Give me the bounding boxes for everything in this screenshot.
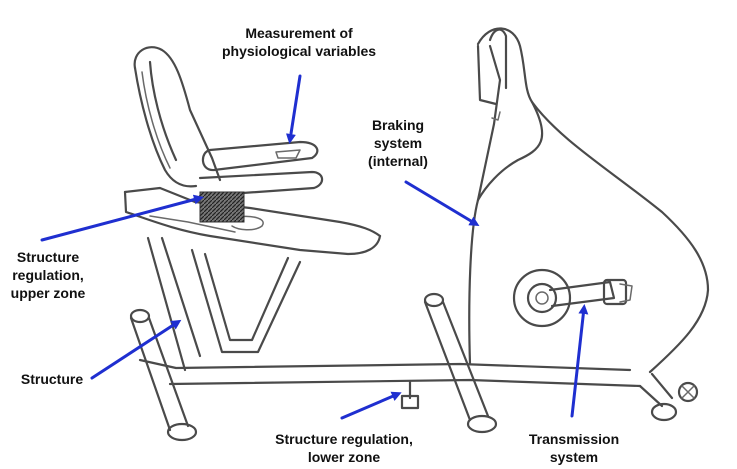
- label-braking-line-3: (internal): [368, 153, 428, 169]
- annotation-arrows: [40, 74, 589, 420]
- housing: [468, 27, 710, 374]
- armrest-display: [198, 140, 324, 198]
- transmission-wheel: [512, 268, 633, 328]
- label-transmission-line-1: Transmission: [528, 431, 620, 447]
- seat: [123, 186, 382, 256]
- label-structure-lower-line-1: Structure regulation,: [275, 431, 413, 447]
- label-structure-upper-line-2: regulation,: [12, 267, 84, 283]
- arrow-structure-upper: [40, 194, 204, 242]
- arrow-structure-lower: [340, 391, 402, 420]
- label-measurement: Measurement of physiological variables: [206, 24, 392, 60]
- label-transmission-line-2: system: [549, 449, 599, 465]
- left-legs: [129, 292, 498, 442]
- label-measurement-line-1: Measurement of: [245, 25, 353, 41]
- label-structure-lower-line-2: lower zone: [307, 449, 381, 465]
- label-measurement-line-2: physiological variables: [221, 43, 377, 59]
- arrow-measurement: [285, 74, 302, 144]
- lower-regulation-knob: [400, 380, 420, 410]
- frame: [138, 236, 642, 388]
- label-structure-line-1: Structure: [20, 371, 84, 387]
- label-structure-lower: Structure regulation, lower zone: [254, 430, 434, 466]
- label-structure: Structure: [10, 370, 94, 388]
- arrow-braking: [404, 180, 480, 227]
- label-braking-line-1: Braking: [371, 117, 425, 133]
- arrow-transmission: [570, 304, 589, 418]
- label-structure-upper-line-1: Structure: [16, 249, 80, 265]
- label-structure-upper-line-3: upper zone: [10, 285, 86, 301]
- seat-back: [133, 46, 222, 188]
- label-structure-upper: Structure regulation, upper zone: [2, 248, 94, 302]
- label-transmission: Transmission system: [516, 430, 632, 466]
- rear-feet: [638, 372, 699, 422]
- arrow-structure: [90, 319, 182, 380]
- label-braking-line-2: system: [373, 135, 423, 151]
- label-braking: Braking system (internal): [354, 116, 442, 170]
